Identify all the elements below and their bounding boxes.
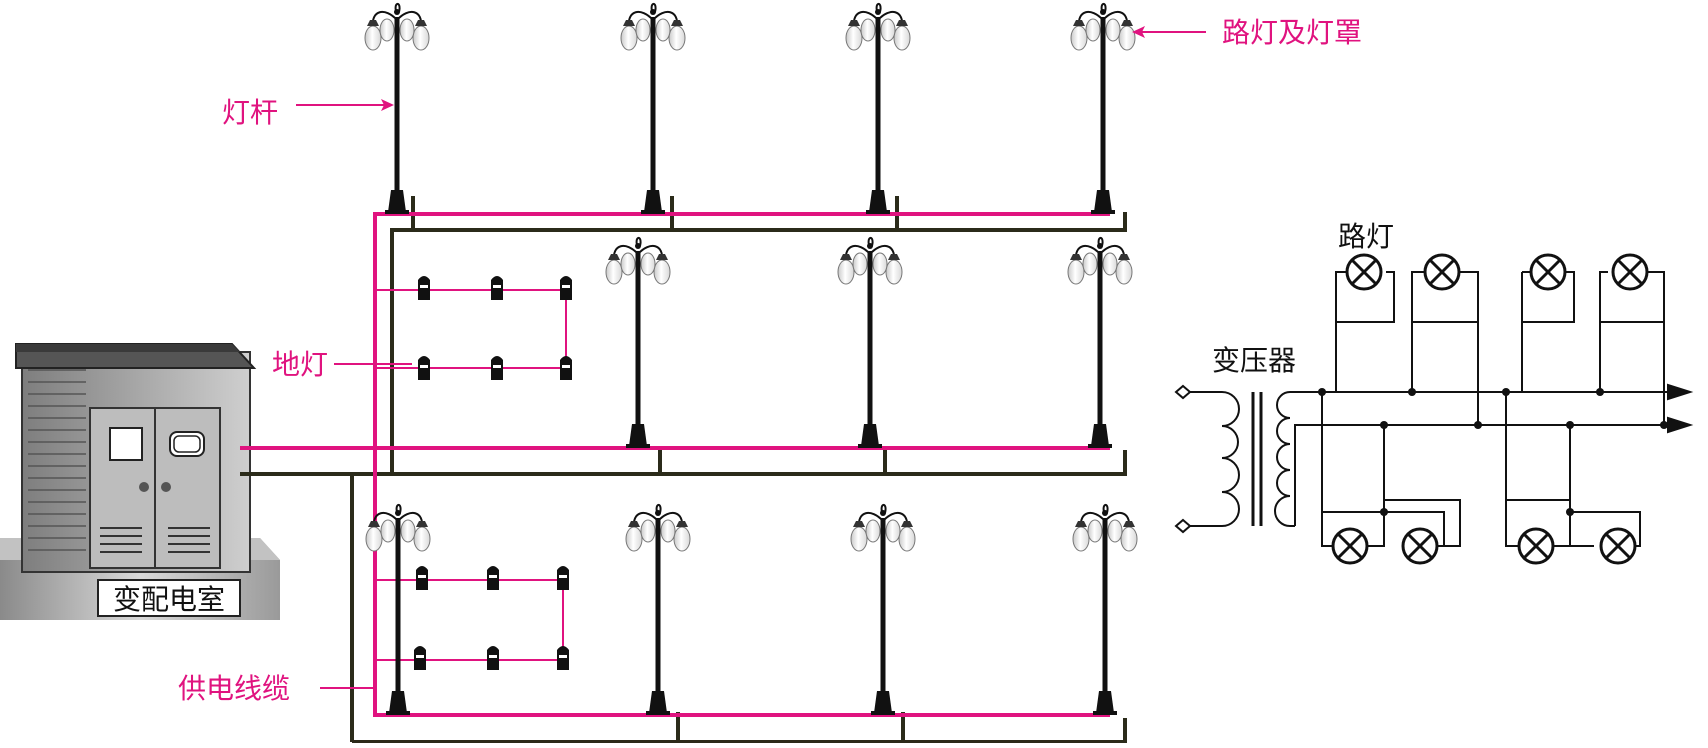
label-transformer: 变压器 — [1212, 344, 1296, 377]
schematic-lamp — [1401, 527, 1439, 565]
street-lamps-row-1 — [364, 2, 1136, 215]
label-ground-light: 地灯 — [272, 348, 412, 381]
schematic-lamp — [1517, 527, 1555, 565]
svg-text:供电线缆: 供电线缆 — [178, 672, 290, 705]
schematic-lamp — [1529, 253, 1567, 291]
ground-lights-lower — [414, 566, 569, 670]
schematic-lamp — [1611, 253, 1649, 291]
ground-light-wiring — [375, 289, 567, 661]
ground-lights-upper — [418, 276, 572, 380]
svg-text:路灯及灯罩: 路灯及灯罩 — [1222, 16, 1362, 49]
supply-cable-network — [240, 212, 1110, 717]
substation-sign — [97, 579, 241, 617]
electrical-schematic — [1174, 271, 1694, 547]
schematic-junctions — [1318, 388, 1668, 516]
street-lamps-row-2 — [605, 236, 1133, 449]
label-lamp-pole: 灯杆 — [222, 96, 394, 129]
schematic-lamp — [1423, 253, 1461, 291]
label-lamp-and-shade: 路灯及灯罩 — [1132, 16, 1362, 49]
neutral-cable-network — [240, 196, 1127, 744]
svg-text:地灯: 地灯 — [272, 348, 328, 381]
street-lamps-row-3 — [365, 503, 1138, 716]
label-supply-cable: 供电线缆 — [178, 672, 374, 705]
svg-text:灯杆: 灯杆 — [222, 96, 278, 129]
substation-label: 变配电室 — [113, 583, 225, 616]
label-street-light: 路灯 — [1338, 220, 1394, 253]
schematic-lamp — [1331, 527, 1369, 565]
schematic-lamp — [1345, 253, 1383, 291]
substation-building: 变配电室 — [0, 343, 280, 620]
schematic-lamp — [1599, 527, 1637, 565]
